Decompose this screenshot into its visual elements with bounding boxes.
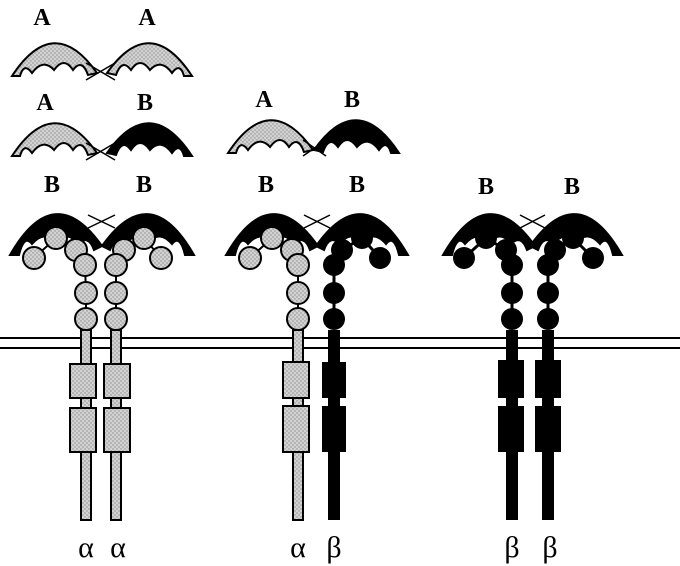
ligand-label: B [344, 87, 360, 113]
ligand-a-shape [107, 43, 192, 76]
chain-label: β [542, 531, 557, 564]
receptor-chain-light [239, 227, 309, 520]
disulfide-bridge [88, 215, 115, 228]
ligand-label: B [478, 174, 494, 200]
ligand-label: B [258, 172, 274, 198]
ligand-a-shape [12, 123, 97, 156]
ligand-label: B [564, 174, 580, 200]
chain-label: β [326, 531, 341, 564]
ligand-a-shape [12, 43, 97, 76]
receptor-chain-dark [322, 227, 391, 520]
ligand-label: A [138, 5, 156, 31]
ligand-b-shape [314, 120, 399, 153]
ligand-b-shape [107, 123, 192, 156]
chain-label: β [504, 531, 519, 564]
ligand-a-shape [228, 120, 313, 153]
receptor-chain-dark [535, 227, 604, 520]
ligand-label: A [255, 87, 273, 113]
ligand-label: A [33, 5, 51, 31]
ligand-label: B [44, 172, 60, 198]
ligand-label: B [349, 172, 365, 198]
receptor-alpha-beta: B B α β [226, 172, 408, 564]
receptor-alpha-alpha: B B α α [10, 172, 194, 564]
receptor-chain-dark [453, 227, 524, 520]
chain-label: α [110, 531, 126, 564]
dimer-ab: A B [12, 90, 192, 160]
chain-label: α [290, 531, 306, 564]
ligand-label: A [36, 90, 54, 116]
receptor-beta-beta: B B β β [443, 174, 622, 564]
disulfide-bridge [304, 215, 330, 228]
chain-label: α [78, 531, 94, 564]
receptor-chain-light [23, 227, 97, 520]
dimer-aa: A A [12, 5, 192, 80]
receptor-chain-light [104, 227, 172, 520]
ligand-label: B [136, 172, 152, 198]
dimer-ab: A B [228, 87, 399, 156]
disulfide-bridge [520, 215, 545, 228]
ligand-label: B [137, 90, 153, 116]
